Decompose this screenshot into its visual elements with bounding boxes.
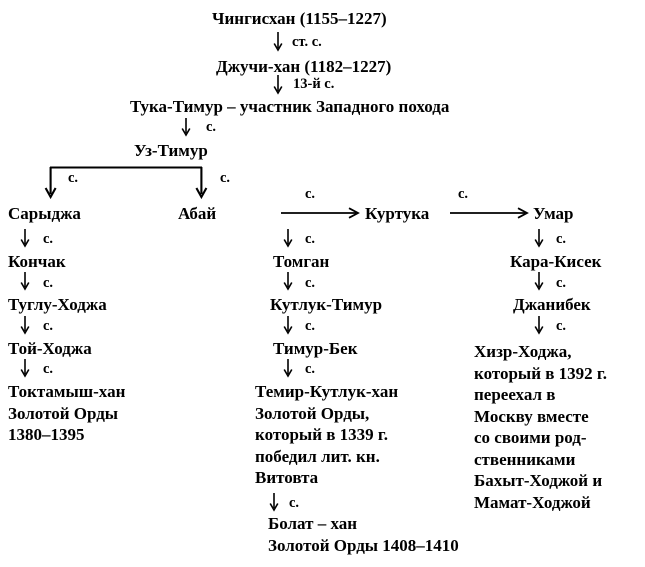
arrow-temir-kutluk-to-bolat (269, 493, 279, 512)
arrow-dzhanibek-to-khizr-khodzha (534, 316, 544, 335)
edge-label-konchak-tuglu: с. (43, 275, 54, 291)
edge-label-tuglu-toy: с. (43, 318, 54, 334)
node-tomgan: Томган (273, 252, 330, 271)
node-khizr-khodzha: Хизр-Ходжа, который в 1392 г. переехал в… (474, 342, 607, 512)
arrow-umar-to-kara-kisek (534, 229, 544, 248)
edge-label-abay-kurtuka: с. (305, 186, 316, 202)
node-chingiskhan: Чингисхан (1155–1227) (212, 9, 387, 28)
node-toy-khodzha: Той-Ходжа (8, 339, 92, 358)
arrow-kutluk-timur-to-timur-bek (283, 316, 293, 335)
arrow-kara-kisek-to-dzhanibek (534, 272, 544, 291)
edge-label-kutluk-timurbek: с. (305, 318, 316, 334)
arrow-abay-to-kurtuka (281, 207, 360, 219)
node-saryja: Сарыджа (8, 204, 81, 223)
edge-label-timurbek-temir: с. (305, 361, 316, 377)
edge-label-saryja-konchak: с. (43, 231, 54, 247)
node-kurtuka: Куртука (365, 204, 430, 223)
node-dzhanibek: Джанибек (513, 295, 591, 314)
node-abay: Абай (178, 204, 217, 223)
node-uz-timur: Уз-Тимур (134, 141, 208, 160)
bracket-uz-timur-to-children (44, 166, 208, 200)
arrow-tomgan-to-kutluk-timur (283, 272, 293, 291)
node-tuka-timur: Тука-Тимур – участник Западного похода (130, 97, 450, 116)
node-temir-kutluk-khan: Темир-Кутлук-хан Золотой Орды, который в… (255, 382, 399, 487)
arrow-kurtuka-to-umar (450, 207, 529, 219)
node-toktamysh-khan: Токтамыш-хан Золотой Орды 1380–1395 (8, 382, 126, 444)
edge-label-temir-bolat: с. (289, 495, 300, 511)
node-kara-kisek: Кара-Кисек (510, 252, 602, 271)
edge-label-uz-abay: с. (220, 170, 231, 186)
edge-label-tomgan-kutluk: с. (305, 275, 316, 291)
arrow-konchak-to-tuglu-khodzha (20, 272, 30, 291)
edge-label-uz-saryja: с. (68, 170, 79, 186)
edge-label-karakisek-dzhanibek: с. (556, 275, 567, 291)
node-tuglu-khodzha: Туглу-Ходжа (8, 295, 107, 314)
node-kutluk-timur: Кутлук-Тимур (270, 295, 383, 314)
arrow-tuglu-khodzha-to-toy-khodzha (20, 316, 30, 335)
arrow-tuka-timur-to-uz-timur (181, 118, 191, 137)
edge-label-kurtuka-umar: с. (458, 186, 469, 202)
arrow-dzhuchi-to-tuka-timur (273, 75, 283, 95)
arrow-saryja-to-konchak (20, 229, 30, 248)
arrow-timur-bek-to-temir-kutluk (283, 359, 293, 378)
edge-label-umar-karakisek: с. (556, 231, 567, 247)
arrow-chingiskhan-to-dzhuchi (273, 32, 283, 52)
edge-label-tuka-uz: с. (206, 119, 217, 135)
edge-label-dzhanibek-khizr: с. (556, 318, 567, 334)
edge-label-toy-toktamysh: с. (43, 361, 54, 377)
edge-label-dzhuchi-tuka: 13-й с. (293, 76, 335, 92)
arrow-kurtuka-to-tomgan (283, 229, 293, 248)
edge-label-kurtuka-tomgan: с. (305, 231, 316, 247)
edge-label-chingiskhan-dzhuchi: ст. с. (292, 34, 322, 50)
node-dzhuchi-khan: Джучи-хан (1182–1227) (216, 57, 392, 76)
node-bolat-khan: Болат – хан Золотой Орды 1408–1410 (268, 514, 459, 555)
arrow-toy-khodzha-to-toktamysh (20, 359, 30, 378)
node-konchak: Кончак (8, 252, 66, 271)
node-timur-bek: Тимур-Бек (273, 339, 358, 358)
node-umar: Умар (533, 204, 574, 223)
